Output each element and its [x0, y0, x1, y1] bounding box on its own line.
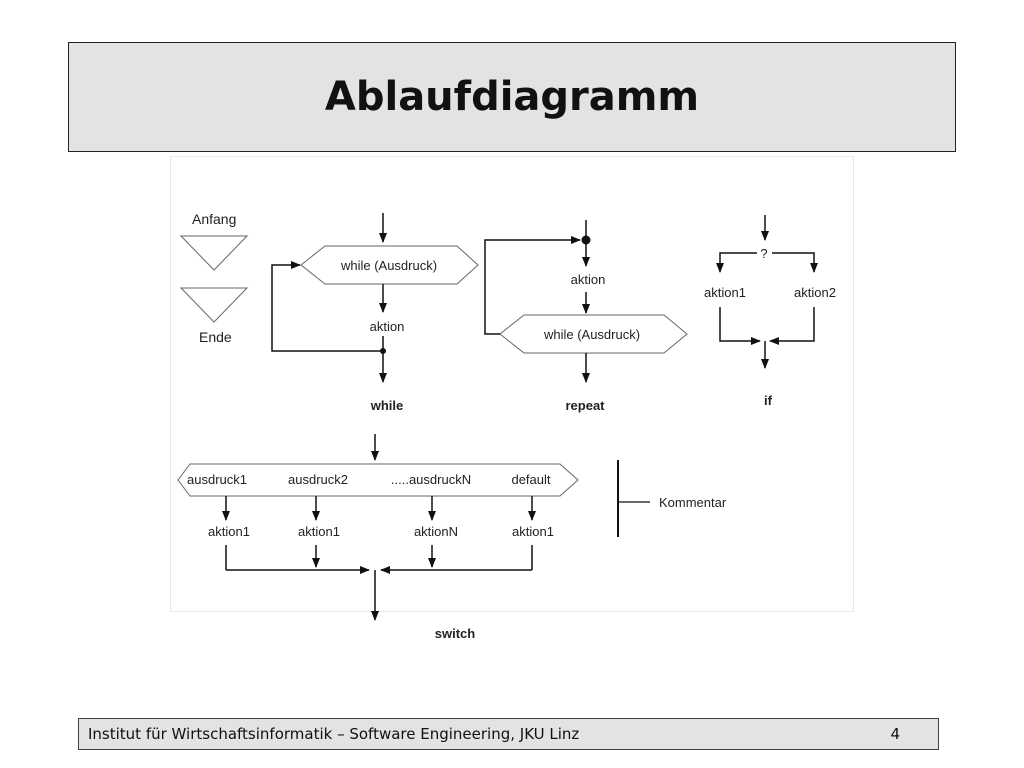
switch-action-default: aktion1	[512, 524, 554, 539]
switch-case-2: ausdruck2	[288, 472, 348, 487]
repeat-hexagon	[499, 314, 688, 354]
slide-title: Ablaufdiagramm	[324, 74, 700, 120]
repeat-caption: repeat	[565, 398, 605, 413]
switch-case-1: ausdruck1	[187, 472, 247, 487]
footer-institute: Institut für Wirtschaftsinformatik – Sof…	[88, 725, 580, 743]
repeat-condition-label: while (Ausdruck)	[543, 327, 640, 342]
switch-case-n: .....ausdruckN	[391, 472, 471, 487]
title-bar: Ablaufdiagramm	[68, 42, 956, 152]
footer-bar: Institut für Wirtschaftsinformatik – Sof…	[78, 718, 939, 750]
switch-action-2: aktion1	[298, 524, 340, 539]
if-action-right-label: aktion2	[794, 285, 836, 300]
while-condition-label: while (Ausdruck)	[340, 258, 437, 273]
repeat-action-label: aktion	[571, 272, 606, 287]
legend-end-label: Ende	[199, 329, 232, 345]
if-left-branch-arrow	[716, 252, 757, 273]
page-number: 4	[890, 725, 900, 743]
start-triangle	[179, 235, 249, 271]
if-action-left-label: aktion1	[704, 285, 746, 300]
comment-label: Kommentar	[659, 495, 727, 510]
if-left-merge-arrow	[719, 307, 761, 345]
switch-case-default: default	[511, 472, 550, 487]
repeat-junction-dot	[581, 235, 591, 245]
legend-start-label: Anfang	[192, 211, 236, 227]
switch-caption: switch	[435, 626, 476, 641]
while-loop-back-arrow	[271, 261, 383, 352]
while-action-label: aktion	[370, 319, 405, 334]
if-caption: if	[764, 393, 773, 408]
repeat-loop-back-arrow	[484, 236, 581, 335]
while-caption: while	[370, 398, 404, 413]
if-question-label: ?	[760, 246, 767, 261]
switch-hexagon	[177, 463, 579, 497]
if-right-merge-arrow	[769, 307, 815, 345]
end-triangle	[179, 287, 249, 323]
while-hexagon	[300, 245, 479, 285]
switch-action-n: aktionN	[414, 524, 458, 539]
if-right-branch-arrow	[772, 252, 818, 273]
switch-action-1: aktion1	[208, 524, 250, 539]
diagram-frame	[170, 156, 854, 612]
